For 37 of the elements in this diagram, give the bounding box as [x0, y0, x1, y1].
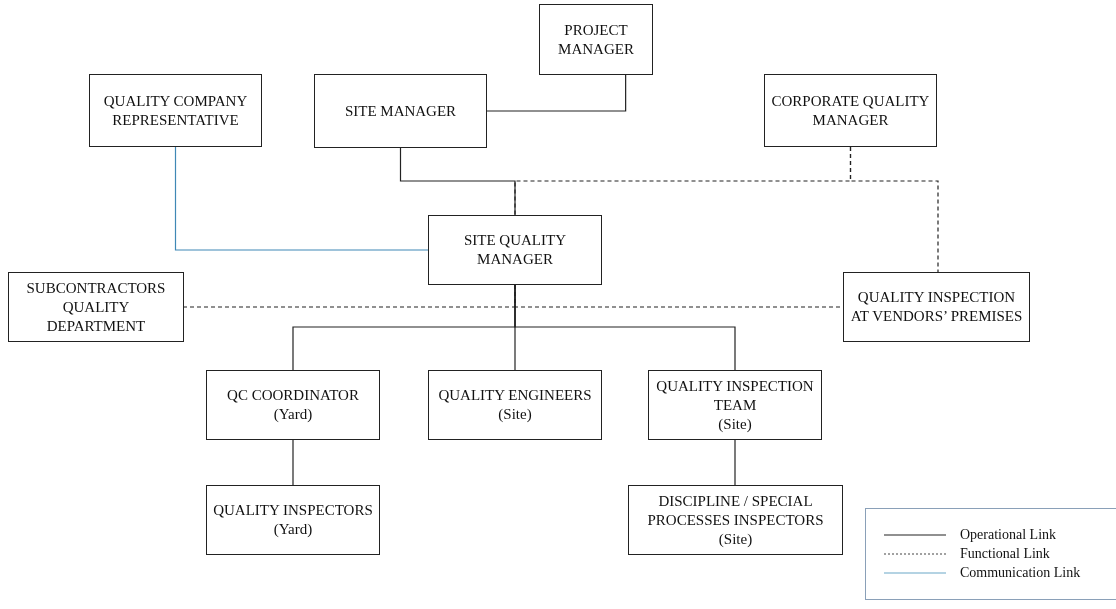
org-box [428, 370, 602, 440]
role-title: PROJECT MANAGER [557, 20, 635, 59]
org-box [206, 370, 380, 440]
org-box [89, 74, 262, 147]
role-title: QUALITY INSPECTORS [213, 501, 373, 520]
role-title: SUBCONTRACTORS QUALITY DEPARTMENT [25, 278, 167, 336]
location-note: (Site) [718, 414, 752, 434]
legend-label: Operational Link [960, 527, 1057, 543]
org-box [628, 485, 843, 555]
connector-line [174, 146, 429, 251]
org-box [648, 370, 822, 440]
org-box [428, 215, 602, 285]
role-title: QUALITY INSPECTION AT VENDORS’ PREMISES [850, 288, 1023, 326]
role-title: QUALITY ENGINEERS [438, 386, 592, 405]
role-title: SITE MANAGER [344, 101, 457, 121]
role-title: SITE QUALITY MANAGER [462, 231, 568, 269]
role-title: QUALITY COMPANY REPRESENTATIVE [102, 91, 249, 130]
role-title: CORPORATE QUALITY MANAGER [771, 91, 930, 130]
connector-line [849, 146, 939, 273]
role-title: DISCIPLINE / SPECIAL PROCESSES INSPECTORS [646, 491, 825, 530]
org-box [314, 74, 487, 148]
location-note: (Site) [718, 529, 753, 549]
org-box [764, 74, 937, 147]
location-note: (Yard) [273, 520, 313, 539]
org-box [539, 4, 653, 75]
org-box [8, 272, 184, 342]
legend-label: Functional Link [960, 546, 1050, 562]
location-note: (Yard) [273, 405, 313, 424]
connector-line [486, 74, 627, 112]
role-title: QUALITY INSPECTION TEAM [655, 376, 815, 415]
connector-line [292, 439, 294, 486]
connector-line [734, 439, 736, 486]
location-note: (Site) [498, 405, 532, 424]
legend-label: Communication Link [960, 565, 1081, 581]
role-title: QC COORDINATOR [227, 386, 359, 405]
org-box [843, 272, 1030, 342]
org-box [206, 485, 380, 555]
